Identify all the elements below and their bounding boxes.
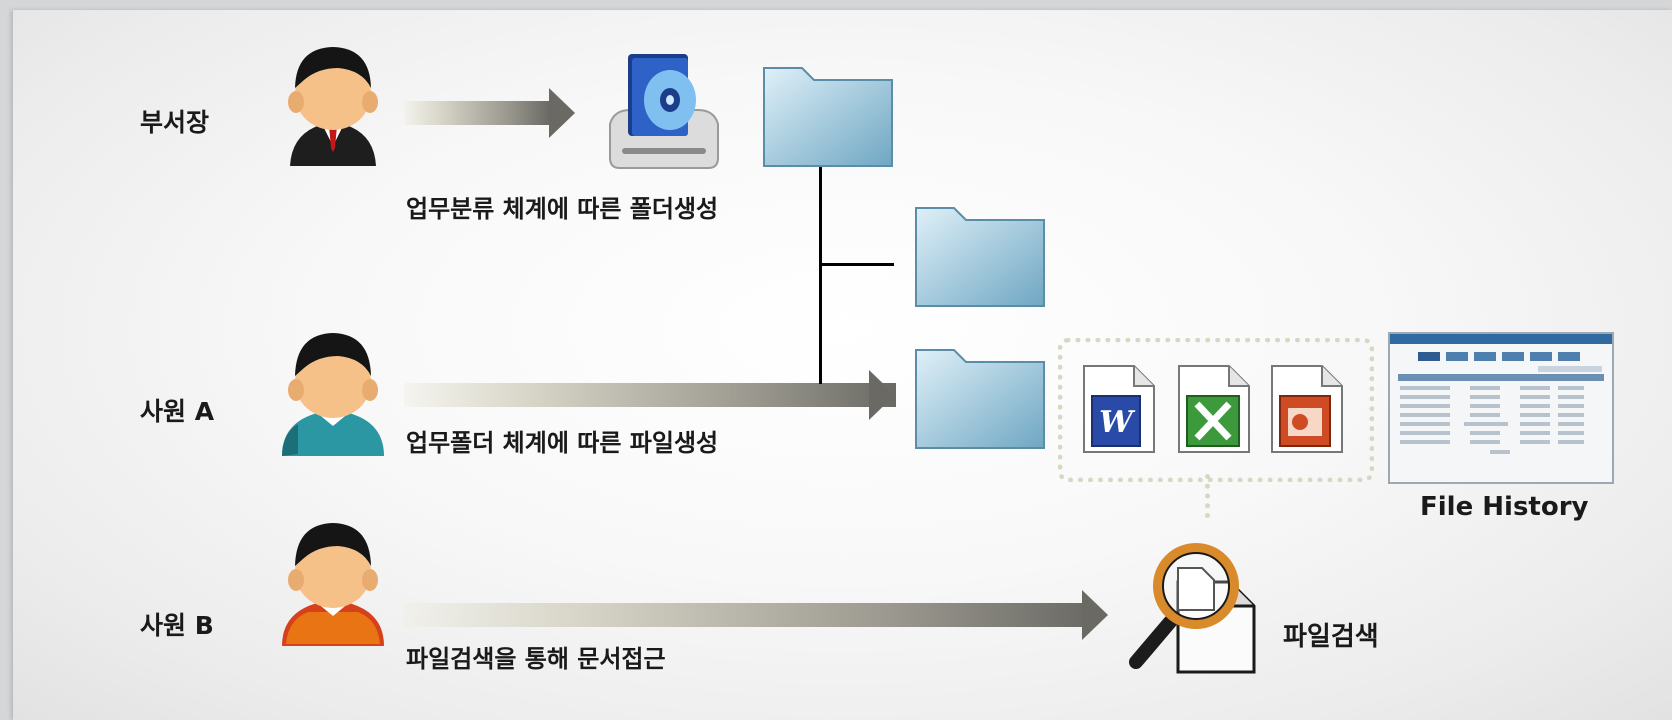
arrow-head-manager [549, 88, 575, 138]
manager-person-icon [288, 47, 378, 166]
folder-icon [915, 207, 1045, 307]
arrow-head-employee-a [869, 370, 895, 420]
folder-icon [915, 349, 1045, 449]
file-history-label: File History [1420, 492, 1589, 522]
powerpoint-document-icon [1271, 365, 1343, 453]
file-search-label: 파일검색 [1283, 622, 1379, 652]
arrow-bar-employee-a [404, 383, 896, 407]
svg-text:W: W [1099, 405, 1136, 440]
employee-a-person-icon [282, 333, 384, 456]
tree-trunk-line [819, 166, 822, 384]
arrow-bar-manager [404, 101, 550, 125]
tree-branch-line [819, 263, 894, 266]
search-connector-line [1205, 474, 1210, 518]
caption-create-folder: 업무분류 체계에 따른 폴더생성 [406, 195, 719, 223]
excel-document-icon [1178, 365, 1250, 453]
role-label-employee-a: 사원 A [140, 397, 215, 426]
arrow-head-employee-b [1082, 590, 1108, 640]
magnifier-search-icon [1129, 543, 1256, 674]
documents-group [1058, 338, 1374, 482]
employee-b-person-icon [282, 523, 384, 646]
role-label-employee-b: 사원 B [140, 611, 214, 640]
word-document-icon: W [1083, 365, 1155, 453]
caption-search-access: 파일검색을 통해 문서접근 [406, 645, 666, 673]
caption-create-file: 업무폴더 체계에 따른 파일생성 [406, 429, 719, 457]
role-label-manager: 부서장 [140, 108, 210, 137]
folder-icon [763, 67, 893, 167]
drive-disc-icon [609, 54, 719, 169]
arrow-bar-employee-b [404, 603, 1092, 627]
file-history-screenshot [1388, 332, 1614, 484]
